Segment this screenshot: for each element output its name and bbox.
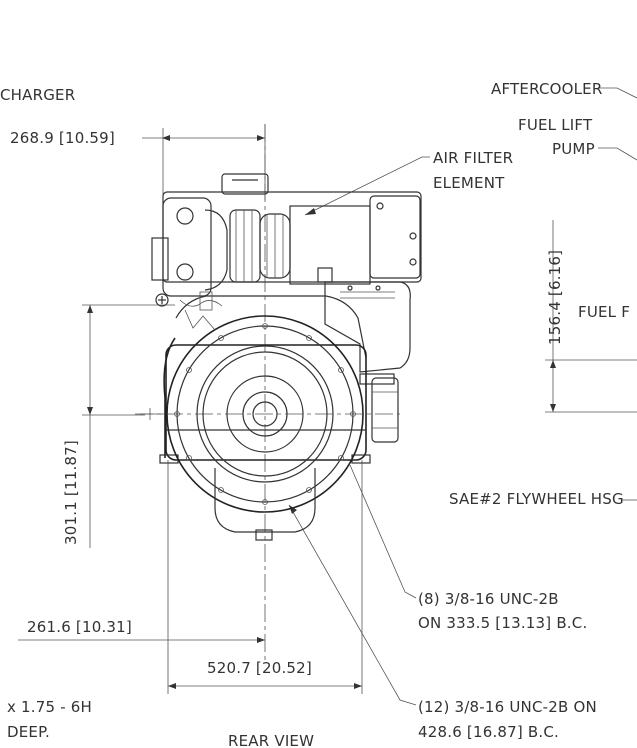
fuel-lift-pump-label-1: FUEL LIFT [518,116,593,134]
dimension-labels: 268.9 [10.59] 156.4 [6.16] 301.1 [11.87]… [10,129,564,677]
bolt-8-label-1: (8) 3/8-16 UNC-2B [418,590,559,608]
thread-label-2: DEEP. [7,723,50,741]
view-title: REAR VIEW [228,732,314,748]
dim-268-label: 268.9 [10.59] [10,129,115,147]
fuel-lift-pump-label-2: PUMP [552,140,595,158]
dimension-lines [18,124,637,694]
flywheel-housing-label: SAE#2 FLYWHEEL HSG [449,490,624,508]
leader-lines [288,87,637,706]
turbocharger-label: CHARGER [0,86,75,104]
air-filter-label-2: ELEMENT [433,174,505,192]
fuel-filter-label: FUEL F [578,303,630,321]
dim-261-label: 261.6 [10.31] [27,618,132,636]
bolt-holes-12 [174,323,356,505]
dim-156-label: 156.4 [6.16] [546,250,564,345]
dim-520-label: 520.7 [20.52] [207,659,312,677]
air-filter-label-1: AIR FILTER [433,149,513,167]
component-labels: CHARGER AFTERCOOLER FUEL LIFT PUMP AIR F… [0,80,630,748]
bolt-8-label-2: ON 333.5 [13.13] B.C. [418,614,587,632]
dim-301-label: 301.1 [11.87] [62,440,80,545]
thread-label-1: x 1.75 - 6H [7,698,92,716]
bolt-12-label-1: (12) 3/8-16 UNC-2B ON [418,698,597,716]
engine-outline [140,173,422,541]
aftercooler-label: AFTERCOOLER [491,80,603,98]
bolt-12-label-2: 428.6 [16.87] B.C. [418,723,559,741]
